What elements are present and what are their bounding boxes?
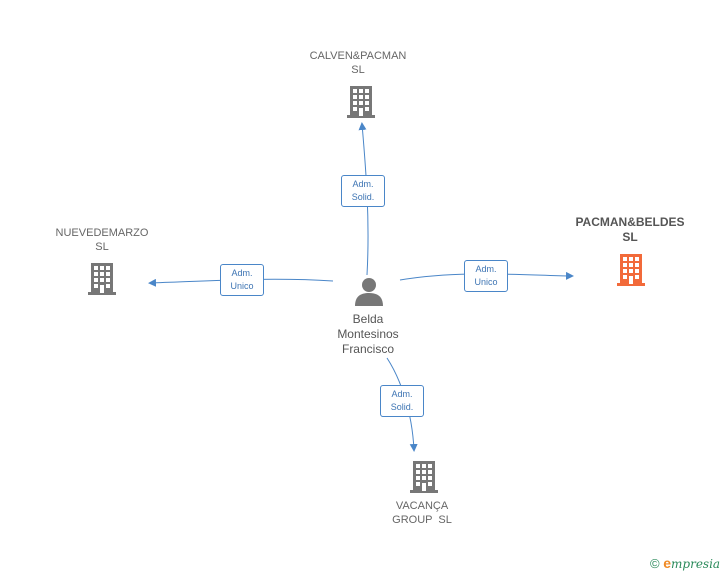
company-label-vacanca[interactable]: VACANÇA GROUP SL	[364, 499, 480, 527]
brand-logo-initial: e	[663, 555, 672, 571]
person-label[interactable]: Belda Montesinos Francisco	[318, 312, 418, 357]
person-name-line: Montesinos	[337, 327, 399, 341]
edge-label-to-pacman[interactable]: Adm. Unico	[464, 260, 508, 292]
company-name: PACMAN&BELDES	[575, 215, 685, 229]
role-line: Unico	[474, 277, 498, 287]
role-line: Adm.	[231, 268, 253, 278]
company-suffix: SL	[622, 230, 638, 244]
company-suffix: SL	[95, 241, 109, 253]
company-label-calven[interactable]: CALVEN&PACMAN SL	[300, 49, 416, 77]
company-label-nueve[interactable]: NUEVEDEMARZO SL	[44, 226, 160, 254]
role-line: Adm.	[352, 179, 374, 189]
building-icon[interactable]	[345, 84, 377, 118]
building-icon[interactable]	[408, 459, 440, 493]
edge-label-to-vacanca[interactable]: Adm. Solid.	[380, 385, 424, 417]
role-line: Adm.	[475, 264, 497, 274]
company-suffix: SL	[351, 64, 365, 76]
company-name: CALVEN&PACMAN	[309, 50, 407, 62]
copyright-icon: ©	[650, 556, 660, 571]
edge-label-to-nueve[interactable]: Adm. Unico	[220, 264, 264, 296]
role-line: Adm.	[391, 389, 413, 399]
building-icon-highlighted[interactable]	[615, 252, 647, 286]
person-name-line: Francisco	[341, 342, 394, 356]
person-icon[interactable]	[354, 276, 384, 306]
company-label-pacman[interactable]: PACMAN&BELDES SL	[560, 215, 700, 245]
company-name: VACANÇA	[395, 500, 449, 512]
person-name-line: Belda	[352, 312, 384, 326]
brand-logo-text: mpresia	[671, 557, 721, 571]
role-line: Unico	[230, 281, 254, 291]
copyright-brand: © empresia	[650, 555, 720, 571]
company-suffix: GROUP SL	[392, 514, 452, 526]
company-name: NUEVEDEMARZO	[55, 227, 149, 239]
role-line: Solid.	[351, 192, 375, 202]
edge-label-to-calven[interactable]: Adm. Solid.	[341, 175, 385, 207]
role-line: Solid.	[390, 402, 414, 412]
building-icon[interactable]	[86, 261, 118, 295]
